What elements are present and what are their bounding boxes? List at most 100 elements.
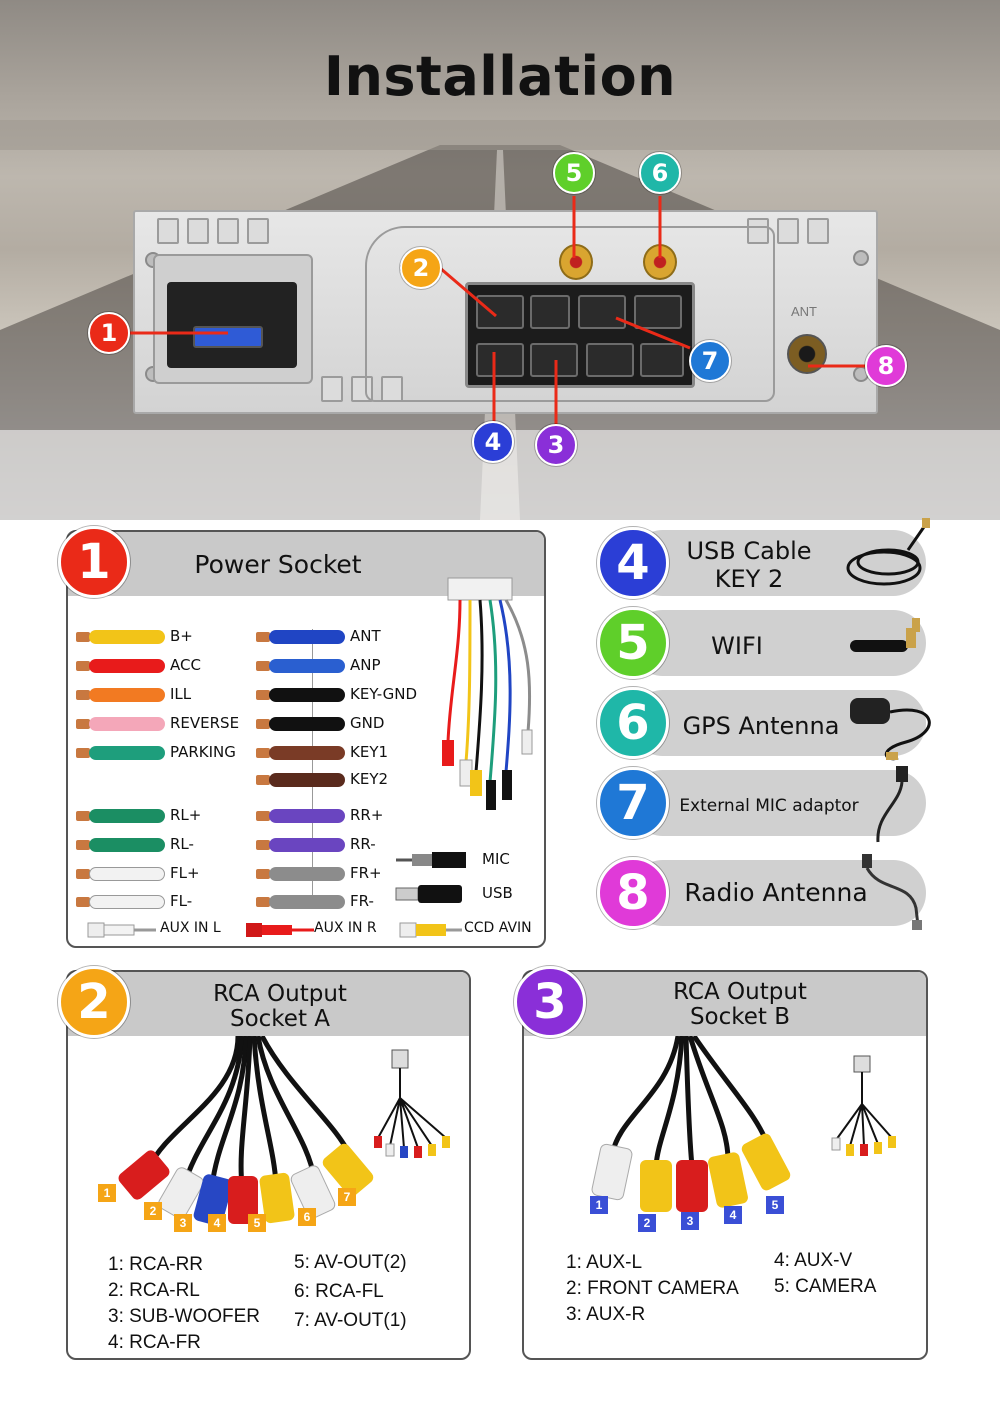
copper-tip [76, 811, 90, 821]
power-socket-title: Power Socket [194, 550, 362, 579]
rca-a-legend-item: 6: RCA-FL [294, 1281, 384, 1302]
copper-tip [256, 775, 270, 785]
feature-7-label: External MIC adaptor [679, 796, 859, 816]
wire-insulation [89, 630, 165, 644]
wifi-antenna-image [850, 618, 920, 652]
wire-label: FL- [170, 892, 193, 910]
connector-cell [640, 343, 684, 377]
rca-b-tag-2: 2 [638, 1214, 656, 1232]
wire-insulation [89, 717, 165, 731]
wire-insulation [89, 746, 165, 760]
connector-dock [365, 226, 775, 402]
rca-a-thumbnail-image [374, 1049, 450, 1158]
copper-tip [256, 811, 270, 821]
feature-4-line1: USB Cable [686, 537, 812, 565]
wire-insulation [269, 630, 345, 644]
copper-tip [76, 719, 90, 729]
wire-insulation [269, 688, 345, 702]
feature-4-label: USB Cable KEY 2 [670, 537, 828, 593]
wire-insulation [89, 659, 165, 673]
wire-insulation [269, 838, 345, 852]
wire-insulation [89, 838, 165, 852]
feature-4-line2: KEY 2 [714, 565, 784, 593]
wire-label: FL+ [170, 864, 200, 882]
wire-label: REVERSE [170, 714, 240, 732]
ccd-avin-plug-icon [399, 922, 462, 938]
rca-b-number: 3 [514, 966, 586, 1038]
wire-label: ILL [170, 685, 192, 703]
head-unit-back-panel: ANT [133, 210, 878, 414]
wire-insulation [269, 867, 345, 881]
rca-a-legend-left: 1: RCA-RR 2: RCA-RL 3: SUB-WOOFER 4: RCA… [108, 1252, 260, 1356]
rca-b-title-line2: Socket B [689, 1004, 791, 1030]
copper-tip [76, 748, 90, 758]
copper-tip [256, 748, 270, 758]
wire-insulation [89, 867, 165, 881]
copper-tip [256, 719, 270, 729]
wifi-antenna-port [559, 244, 593, 280]
feature-5-label: WIFI [711, 632, 763, 660]
mic-plug-icon [396, 852, 466, 868]
hero-background: Installation [0, 0, 1000, 520]
column-divider [312, 629, 313, 899]
rca-b-legend-item: 1: AUX-L [566, 1252, 643, 1273]
connector-cell [530, 343, 578, 377]
copper-tip [256, 840, 270, 850]
ccd-avin-label: CCD AVIN [464, 920, 532, 936]
rca-a-title: RCA Output Socket A [168, 982, 392, 1032]
wire-label: RL- [170, 835, 194, 853]
rca-socket-b-panel: RCA Output Socket B 1 2 3 4 5 1: AUX-L 2… [522, 970, 928, 1360]
callout-1: 1 [88, 312, 130, 354]
connector-cell [530, 295, 570, 329]
wire-insulation [269, 717, 345, 731]
aux-in-l-label: AUX IN L [160, 920, 221, 936]
rca-b-header [524, 972, 926, 1036]
connector-cell [586, 343, 634, 377]
copper-tip [76, 632, 90, 642]
wire-label: FR- [350, 892, 374, 910]
wire-label: B+ [170, 627, 193, 645]
rca-a-title-line2: Socket A [229, 1006, 331, 1032]
wire-label: KEY1 [350, 743, 389, 761]
rca-a-tag-4: 4 [208, 1214, 226, 1232]
connector-cell [476, 343, 524, 377]
rca-a-title-line1: RCA Output [213, 981, 347, 1007]
callout-3: 3 [535, 424, 577, 466]
copper-tip [76, 897, 90, 907]
rca-a-legend-item: 7: AV-OUT(1) [294, 1310, 407, 1331]
rca-b-cable-image [591, 1036, 791, 1212]
feature-5-number: 5 [597, 607, 669, 679]
wire-label: ANP [350, 656, 381, 674]
feature-4-number: 4 [597, 527, 669, 599]
usb-label: USB [482, 884, 513, 902]
aux-in-r-label: AUX IN R [314, 920, 377, 936]
rca-a-legend-item: 4: RCA-FR [108, 1332, 201, 1353]
rca-a-cable-image [118, 1036, 374, 1226]
rca-a-legend-item: 3: SUB-WOOFER [108, 1306, 261, 1327]
wire-label: FR+ [350, 864, 382, 882]
callout-2: 2 [400, 247, 442, 289]
copper-tip [256, 869, 270, 879]
copper-tip [76, 869, 90, 879]
rca-b-title-line1: RCA Output [673, 979, 807, 1005]
power-socket-number: 1 [58, 526, 130, 598]
wire-label: KEY-GND [350, 685, 418, 703]
mic-label: MIC [482, 850, 510, 868]
rca-a-tag-2: 2 [144, 1202, 162, 1220]
rca-b-tag-4: 4 [724, 1206, 742, 1224]
feature-8-number: 8 [597, 857, 669, 929]
copper-tip [256, 690, 270, 700]
feature-6-label: GPS Antenna [682, 712, 840, 740]
wire-label: ACC [170, 656, 201, 674]
aux-in-r-plug-icon [246, 923, 314, 937]
feature-radio-antenna [630, 860, 926, 926]
feature-8-label: Radio Antenna [684, 878, 868, 907]
radio-antenna-adaptor-image [862, 854, 922, 930]
rca-a-tag-5: 5 [248, 1214, 266, 1232]
rca-a-number: 2 [58, 966, 130, 1038]
wire-label: RR- [350, 835, 376, 853]
vent-slot [187, 218, 209, 244]
wire-label: RR+ [350, 806, 384, 824]
vent-slot [217, 218, 239, 244]
copper-tip [256, 661, 270, 671]
